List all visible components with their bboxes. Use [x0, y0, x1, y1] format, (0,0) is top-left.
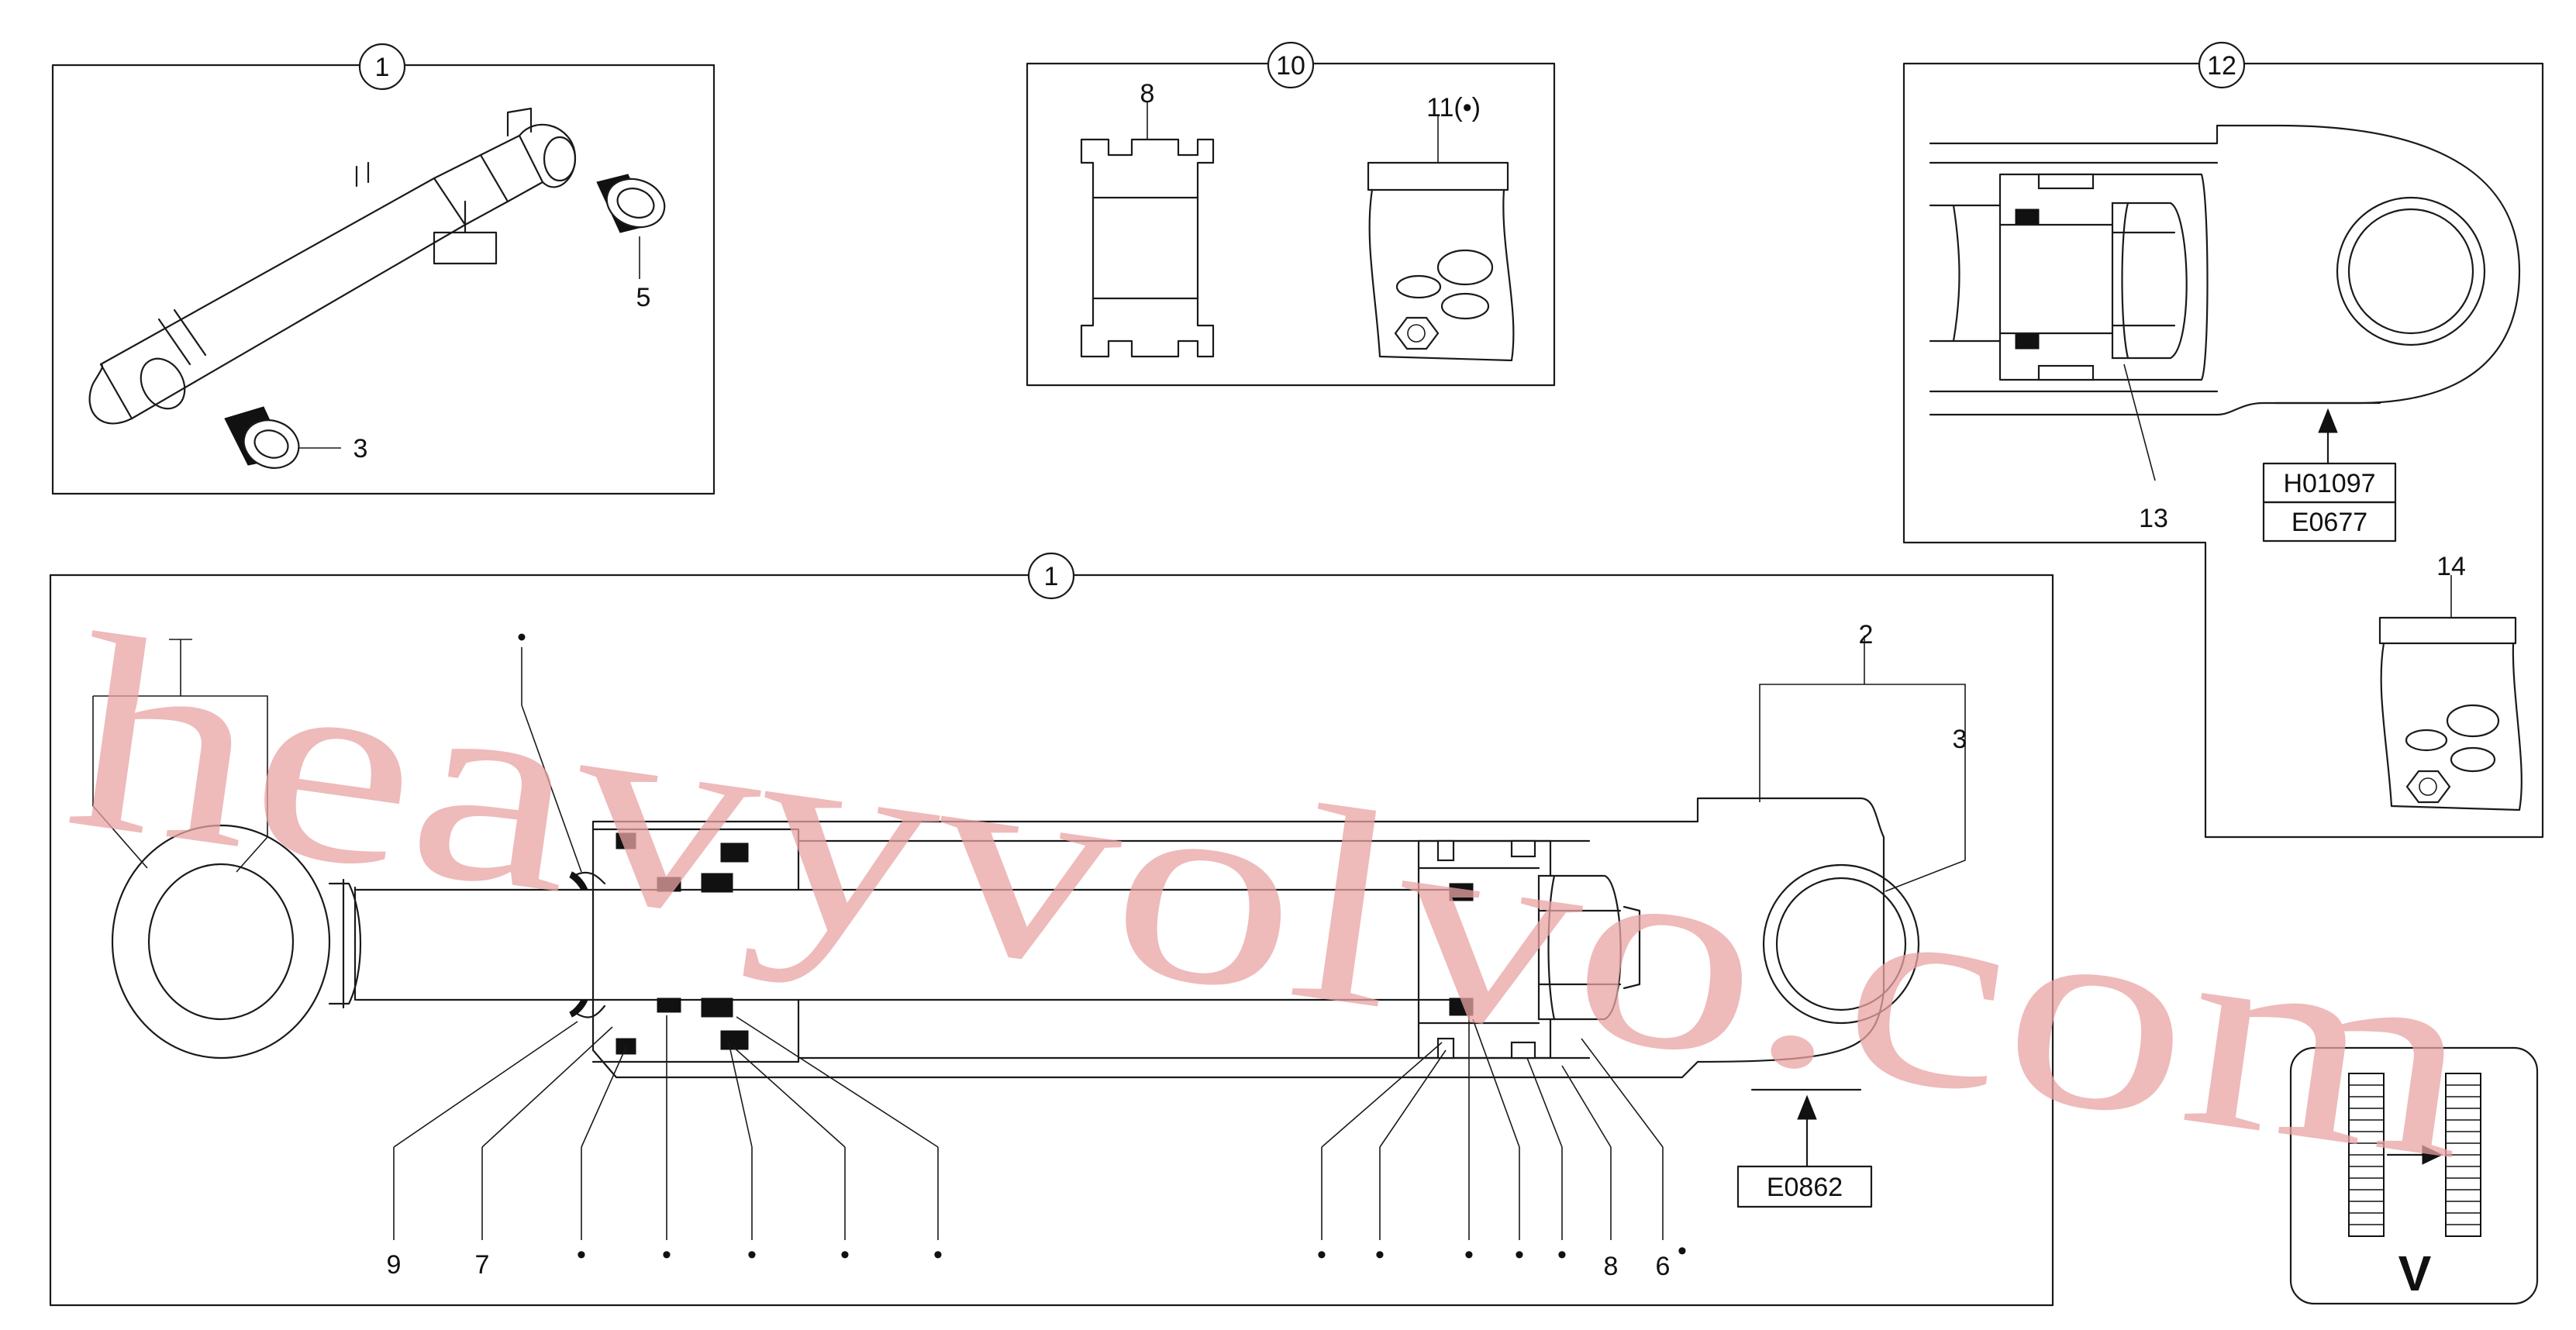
callout-circle-10 [1267, 41, 1315, 89]
panel-piston-nut-detail: 12 13 [1902, 41, 2544, 839]
cylinder-barrel-illustration [569, 797, 1885, 1079]
bushing-3-illustration: 3 [224, 406, 368, 469]
seal-bag-11-illustration: 11(•) [1367, 93, 1515, 362]
label-9: 9 [387, 1250, 402, 1280]
bullet-8: • [1464, 1240, 1474, 1270]
bullet-1: • [577, 1240, 586, 1270]
rod-eye-left-illustration [92, 639, 362, 1060]
watermark-text: heavyvolvo.com [53, 575, 2492, 1218]
bushing-5-illustration: 5 [596, 174, 666, 312]
label-5: 5 [636, 283, 651, 312]
panel-seal-kit: 10 8 11(•) [1026, 41, 1556, 387]
bullet-9: • [1515, 1240, 1524, 1270]
piston-rod-illustration [355, 888, 1467, 1001]
label-6: 6 [1656, 1252, 1671, 1281]
label-11: 11(•) [1426, 93, 1481, 122]
seal-bag-14-illustration: 14 [2378, 552, 2523, 811]
bullet-2: • [662, 1240, 671, 1270]
label-8-kit: 8 [1140, 79, 1155, 109]
callout-12-label: 12 [2207, 51, 2236, 81]
bullet-7: • [1375, 1240, 1385, 1270]
bullet-4: • [840, 1240, 850, 1270]
bullet-11: • [1678, 1236, 1687, 1266]
bullet-top [518, 633, 526, 641]
label-7: 7 [475, 1250, 490, 1280]
head-eye-right-illustration: 2 3 [1759, 620, 1967, 1025]
label-14: 14 [2436, 552, 2466, 581]
panel-cylinder-section: 1 [49, 552, 2054, 1307]
label-13: 13 [2139, 504, 2168, 533]
tightening-symbol-v: V [2289, 1046, 2539, 1305]
piston-section-illustration: 8 [1080, 79, 1215, 358]
label-3-top: 3 [353, 434, 368, 463]
label-2: 2 [1859, 620, 1874, 649]
bottom-labels: 9 7 • • • • • • • • • • 8 6 • [387, 1236, 1687, 1281]
ref-e0862: E0862 [1767, 1173, 1843, 1202]
panel-cylinder-overview: 1 5 [51, 43, 716, 495]
callout-1-main-label: 1 [1044, 562, 1059, 591]
bullet-5: • [933, 1240, 943, 1270]
callout-10-label: 10 [1276, 51, 1305, 81]
symbol-letter: V [2398, 1246, 2432, 1301]
bullet-6: • [1317, 1240, 1326, 1270]
bullet-3: • [747, 1240, 757, 1270]
cylinder-illustration [88, 107, 577, 425]
section-reference-h01097: H01097 E0677 [2262, 401, 2397, 543]
ref-e0677: E0677 [2292, 508, 2367, 537]
leader-lines-bottom [393, 1015, 1664, 1240]
callout-1-top-label: 1 [375, 53, 390, 82]
bullet-10: • [1557, 1240, 1567, 1270]
callout-circle-1-top [358, 43, 406, 91]
label-3-main: 3 [1953, 725, 1967, 754]
ref-h01097: H01097 [2283, 469, 2375, 498]
label-8-main: 8 [1604, 1252, 1619, 1281]
callout-circle-1-main [1027, 552, 1075, 600]
section-reference-e0862: E0862 [1736, 1088, 1873, 1208]
callout-circle-12 [2198, 41, 2246, 89]
rod-eye-detail-illustration: 13 [1929, 124, 2521, 533]
